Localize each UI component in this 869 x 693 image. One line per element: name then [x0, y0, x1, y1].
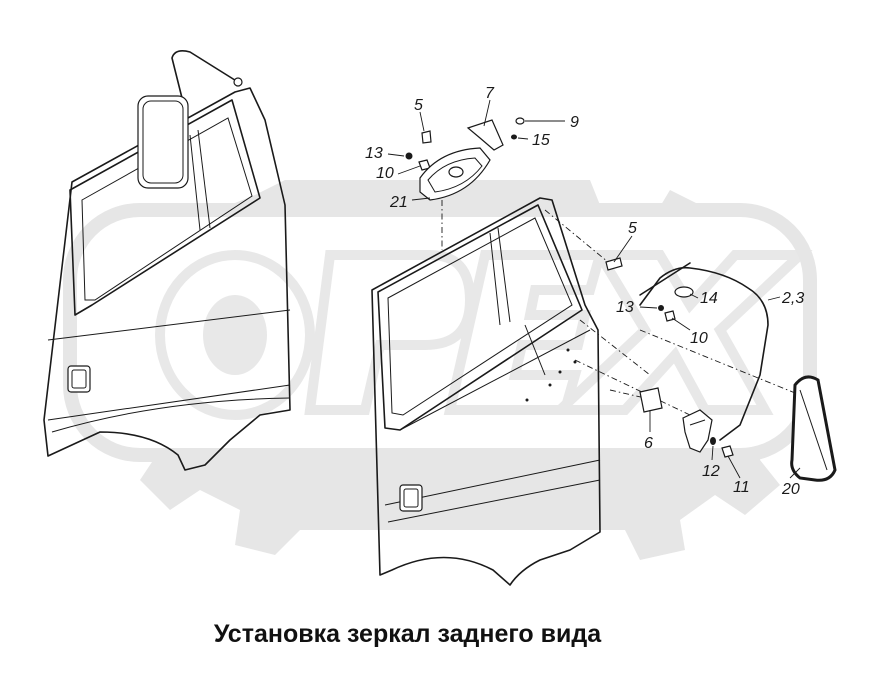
part-15-washer [511, 134, 517, 140]
callout-10-top: 10 [376, 165, 394, 182]
callout-14: 14 [700, 290, 718, 307]
callout-10-right: 10 [690, 330, 708, 347]
part-2-3-mirror-arm [639, 266, 769, 441]
top-parts [405, 117, 525, 201]
left-mirror-arm [171, 50, 239, 111]
callout-13-right: 13 [616, 299, 634, 316]
watermark-letters [155, 250, 813, 420]
leader-lines [387, 99, 801, 479]
watermark-gear [63, 180, 817, 560]
part-12-washer [710, 437, 716, 445]
callouts: 5 7 9 15 13 10 21 5 2,3 14 13 10 6 12 11… [365, 85, 804, 498]
callout-6: 6 [644, 435, 653, 452]
part-9-cap [515, 117, 525, 125]
part-14-cap [674, 286, 694, 298]
callout-2-3: 2,3 [781, 290, 804, 307]
part-6-plate [639, 387, 663, 413]
callout-9: 9 [570, 114, 579, 131]
callout-20: 20 [781, 481, 800, 498]
right-parts [605, 257, 837, 482]
right-door-assembly [371, 197, 601, 586]
right-door-outline [371, 197, 601, 586]
left-door-handle [67, 365, 91, 393]
left-door-assembly [43, 50, 291, 471]
callout-5-right: 5 [628, 220, 637, 237]
callout-11: 11 [733, 479, 750, 496]
right-door-handle [399, 484, 423, 512]
part-5-top-screw [421, 130, 432, 144]
callout-15: 15 [532, 132, 550, 149]
callout-13-top: 13 [365, 145, 383, 162]
part-13-right-washer [658, 305, 664, 311]
callout-7: 7 [485, 85, 495, 102]
diagram-caption: Установка зеркал заднего вида [213, 620, 602, 648]
assembly-lines [441, 200, 801, 416]
callout-21: 21 [389, 194, 408, 211]
left-mirror [137, 95, 189, 189]
part-7-bracket [466, 119, 504, 151]
left-door-outline [43, 87, 291, 471]
callout-5-top: 5 [414, 97, 423, 114]
callout-12: 12 [702, 463, 720, 480]
part-13-top-washer [405, 152, 413, 160]
part-11-bolt [721, 445, 734, 458]
